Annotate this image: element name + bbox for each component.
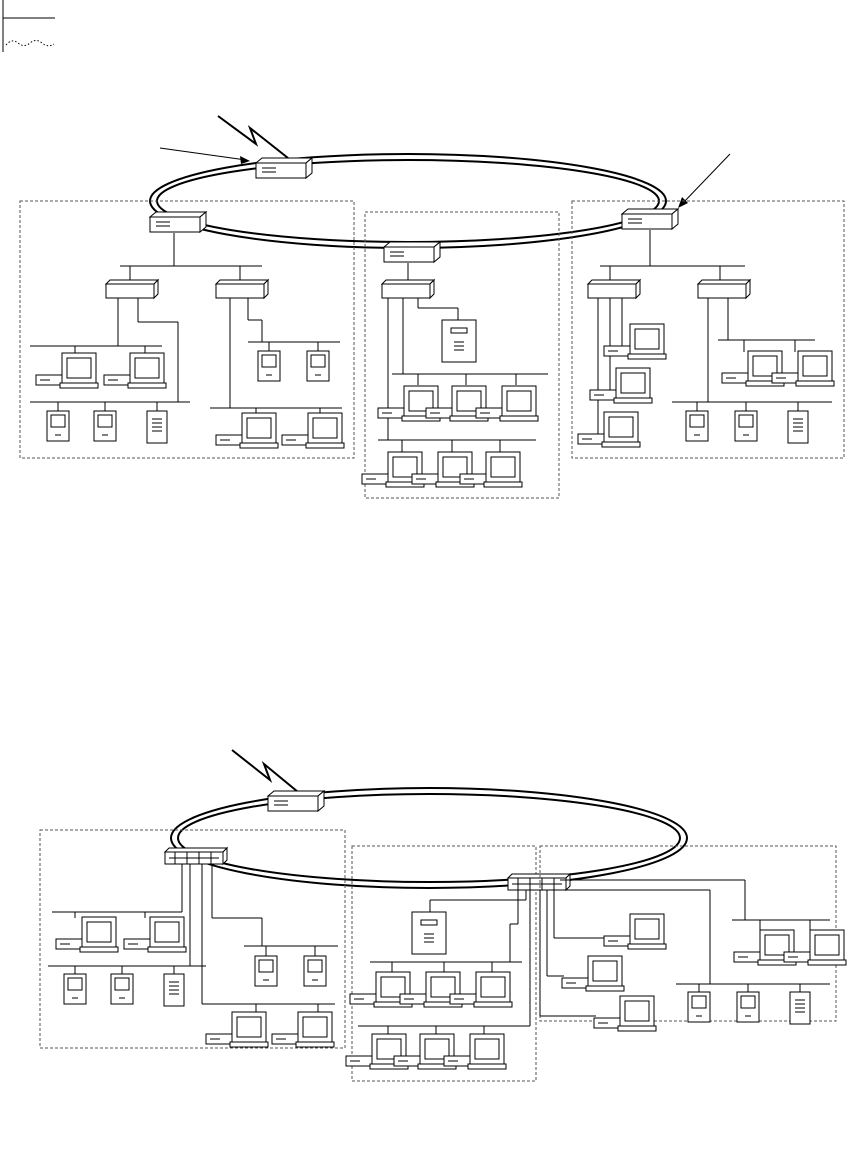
concentrator-icon (508, 874, 570, 890)
mac-computer-icon (258, 351, 280, 381)
segment-border (20, 201, 354, 458)
desktop-pc-icon (272, 1012, 334, 1047)
callout-arrow-left (160, 148, 250, 164)
server-icon (790, 992, 810, 1024)
desktop-pc-icon (104, 353, 166, 388)
hub-icon (106, 280, 158, 298)
mac-computer-icon (111, 974, 133, 1004)
lan-segment-right-2 (540, 846, 846, 1031)
desktop-pc-icon (216, 413, 278, 448)
mac-computer-icon (304, 956, 326, 986)
desktop-pc-icon (562, 956, 624, 991)
wan-router-icon (268, 791, 324, 811)
ring-router-icon (622, 209, 678, 229)
mac-computer-icon (255, 956, 277, 986)
server-icon (164, 974, 184, 1006)
dual-ring-2 (171, 788, 687, 888)
ring-router-icon (150, 212, 206, 232)
hub-icon (382, 280, 434, 298)
desktop-pc-icon (124, 917, 186, 952)
dotted-page-marker-icon (3, 0, 55, 52)
mac-computer-icon (307, 351, 329, 381)
desktop-pc-icon (206, 1012, 268, 1047)
file-server-icon (442, 320, 476, 362)
wan-link-lightning-icon (232, 750, 298, 792)
desktop-pc-icon (594, 996, 656, 1031)
hub-icon (588, 280, 640, 298)
mac-computer-icon (47, 411, 69, 441)
lan-segment-right-1 (572, 201, 844, 458)
wan-router-icon (256, 158, 312, 178)
desktop-pc-icon (590, 368, 652, 403)
file-server-icon (412, 912, 446, 954)
desktop-pc-icon (578, 412, 640, 447)
wan-link-lightning-icon (218, 116, 288, 158)
hub-icon (698, 280, 750, 298)
desktop-pc-icon (56, 917, 118, 952)
mac-computer-icon (94, 411, 116, 441)
callout-arrow-right (678, 154, 730, 208)
server-icon (788, 411, 808, 443)
mac-computer-icon (64, 974, 86, 1004)
mac-computer-icon (688, 992, 710, 1022)
mac-computer-icon (686, 411, 708, 441)
concentrator-icon (165, 848, 227, 864)
ring-router-icon (384, 242, 440, 262)
desktop-pc-icon (604, 324, 666, 359)
desktop-pc-icon (36, 353, 98, 388)
fddi-ring-figure-2 (40, 750, 846, 1081)
server-icon (147, 411, 167, 443)
desktop-pc-icon (604, 914, 666, 949)
hub-icon (216, 280, 268, 298)
lan-segment-left-1 (20, 201, 354, 458)
lan-segment-middle-1 (362, 212, 559, 498)
lan-segment-left-2 (40, 830, 345, 1048)
mac-computer-icon (735, 411, 757, 441)
fddi-ring-figure-1 (20, 116, 844, 498)
desktop-pc-icon (282, 413, 344, 448)
mac-computer-icon (737, 992, 759, 1022)
